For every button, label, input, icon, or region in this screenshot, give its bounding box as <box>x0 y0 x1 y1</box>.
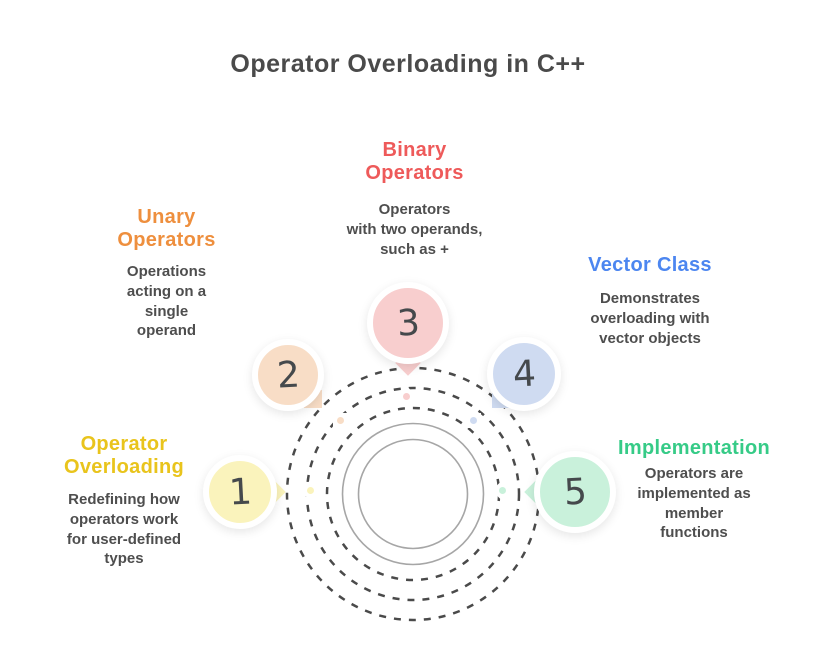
node-circle-3: 3 <box>367 282 449 364</box>
node-2-description: Operations acting on a single operand <box>126 263 207 340</box>
connector-arrow-2 <box>333 413 348 428</box>
connector-dot-3 <box>401 391 412 402</box>
page-title: Operator Overloading in C++ <box>230 50 586 78</box>
node-3-number: 3 <box>395 301 421 345</box>
node-5-label: Implementation <box>618 437 770 459</box>
node-5-number: 5 <box>562 470 588 514</box>
node-2-label: Unary Operators <box>117 206 216 251</box>
center-ring-outer-edge <box>341 422 485 566</box>
node-circle-1: 1 <box>203 455 277 529</box>
node-circle-5: 5 <box>534 451 616 533</box>
node-1-description: Redefining how operators work for user-d… <box>66 491 182 568</box>
connector-arrow-4 <box>466 413 481 428</box>
connector-dot-2 <box>337 417 344 424</box>
node-3-description: Operators with two operands, such as + <box>346 201 483 258</box>
connector-dot-5 <box>497 485 508 496</box>
connector-dot-1 <box>305 485 316 496</box>
center-ring <box>343 424 483 564</box>
node-4-label: Vector Class <box>588 254 712 276</box>
node-1-label: Operator Overloading <box>64 433 184 478</box>
node-4-number: 4 <box>511 352 537 396</box>
node-circle-2: 2 <box>252 339 324 411</box>
node-1-number: 1 <box>227 470 253 514</box>
node-3-label: Binary Operators <box>365 139 464 184</box>
node-4-description: Demonstrates overloading with vector obj… <box>590 290 710 347</box>
center-ring-inner-edge <box>357 438 469 550</box>
node-2-number: 2 <box>275 353 301 397</box>
connector-dot-4 <box>470 417 477 424</box>
node-5-description: Operators are implemented as member func… <box>637 465 751 542</box>
node-circle-4: 4 <box>487 337 561 411</box>
